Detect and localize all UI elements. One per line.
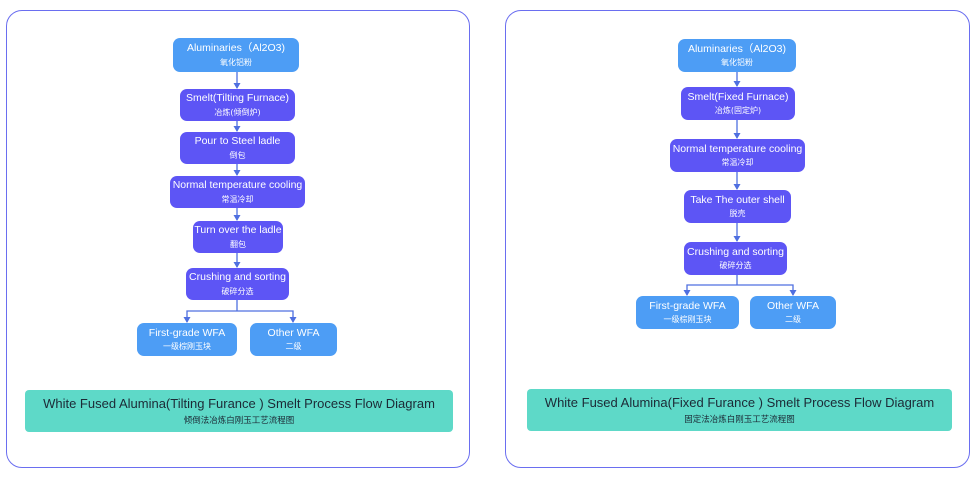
node-sublabel: 脱壳 (729, 209, 746, 219)
node-sublabel: 冶炼(倾倒炉) (214, 107, 261, 117)
left-diagram-title-banner: White Fused Alumina(Tilting Furance ) Sm… (25, 390, 453, 432)
node-label: Normal temperature cooling (172, 179, 303, 192)
left-step-cooling: Normal temperature cooling 常温冷却 (170, 176, 305, 208)
right-step-smelt: Smelt(Fixed Furnace) 冶炼(固定炉) (681, 87, 795, 120)
node-sublabel: 二级 (285, 342, 302, 352)
node-sublabel: 氧化铝粉 (220, 57, 252, 67)
node-sublabel: 冶炼(固定炉) (714, 106, 762, 116)
right-step-take-shell: Take The outer shell 脱壳 (684, 190, 791, 223)
left-output-other: Other WFA 二级 (250, 323, 337, 356)
node-label: Aluminaries（Al2O3) (687, 42, 787, 55)
banner-title: White Fused Alumina(Tilting Furance ) Sm… (43, 396, 435, 411)
node-sublabel: 氧化铝粉 (721, 58, 753, 68)
right-diagram-title-banner: White Fused Alumina(Fixed Furance ) Smel… (527, 389, 952, 431)
node-sublabel: 一级棕刚玉块 (163, 342, 211, 352)
banner-subtitle: 固定法冶炼白刚玉工艺流程图 (684, 415, 795, 425)
left-step-pour-ladle: Pour to Steel ladle 倒包 (180, 132, 295, 164)
right-output-first-grade: First-grade WFA 一级棕刚玉块 (636, 296, 739, 329)
node-label: Crushing and sorting (687, 245, 784, 258)
node-label: First-grade WFA (148, 326, 226, 339)
banner-subtitle: 倾倒法冶炼白刚玉工艺流程图 (183, 416, 295, 426)
node-label: Other WFA (267, 326, 320, 339)
node-sublabel: 二级 (785, 315, 801, 325)
node-label: Crushing and sorting (189, 271, 286, 284)
node-sublabel: 翻包 (230, 239, 246, 249)
left-step-aluminaries: Aluminaries（Al2O3) 氧化铝粉 (173, 38, 299, 72)
node-sublabel: 破碎分选 (221, 286, 254, 296)
node-label: Other WFA (767, 299, 819, 312)
right-step-crushing: Crushing and sorting 破碎分选 (684, 242, 787, 275)
node-sublabel: 常温冷却 (721, 158, 754, 168)
node-label: Aluminaries（Al2O3) (186, 42, 286, 55)
node-label: Smelt(Fixed Furnace) (687, 90, 789, 103)
left-output-first-grade: First-grade WFA 一级棕刚玉块 (137, 323, 237, 356)
node-label: Take The outer shell (690, 193, 785, 206)
banner-title: White Fused Alumina(Fixed Furance ) Smel… (544, 395, 935, 410)
node-label: Turn over the ladle (194, 224, 282, 237)
left-step-turn-ladle: Turn over the ladle 翻包 (193, 221, 283, 253)
node-label: Pour to Steel ladle (194, 135, 281, 148)
left-step-smelt: Smelt(Tilting Furnace) 冶炼(倾倒炉) (180, 89, 295, 121)
node-sublabel: 倒包 (229, 150, 246, 160)
right-output-other: Other WFA 二级 (750, 296, 836, 329)
node-label: Smelt(Tilting Furnace) (186, 92, 289, 105)
node-label: Normal temperature cooling (672, 142, 803, 155)
right-step-cooling: Normal temperature cooling 常温冷却 (670, 139, 805, 172)
node-sublabel: 常温冷却 (221, 194, 254, 204)
right-step-aluminaries: Aluminaries（Al2O3) 氧化铝粉 (678, 39, 796, 72)
left-step-crushing: Crushing and sorting 破碎分选 (186, 268, 289, 300)
node-sublabel: 破碎分选 (719, 261, 752, 271)
node-sublabel: 一级棕刚玉块 (663, 315, 712, 325)
node-label: First-grade WFA (649, 299, 726, 312)
